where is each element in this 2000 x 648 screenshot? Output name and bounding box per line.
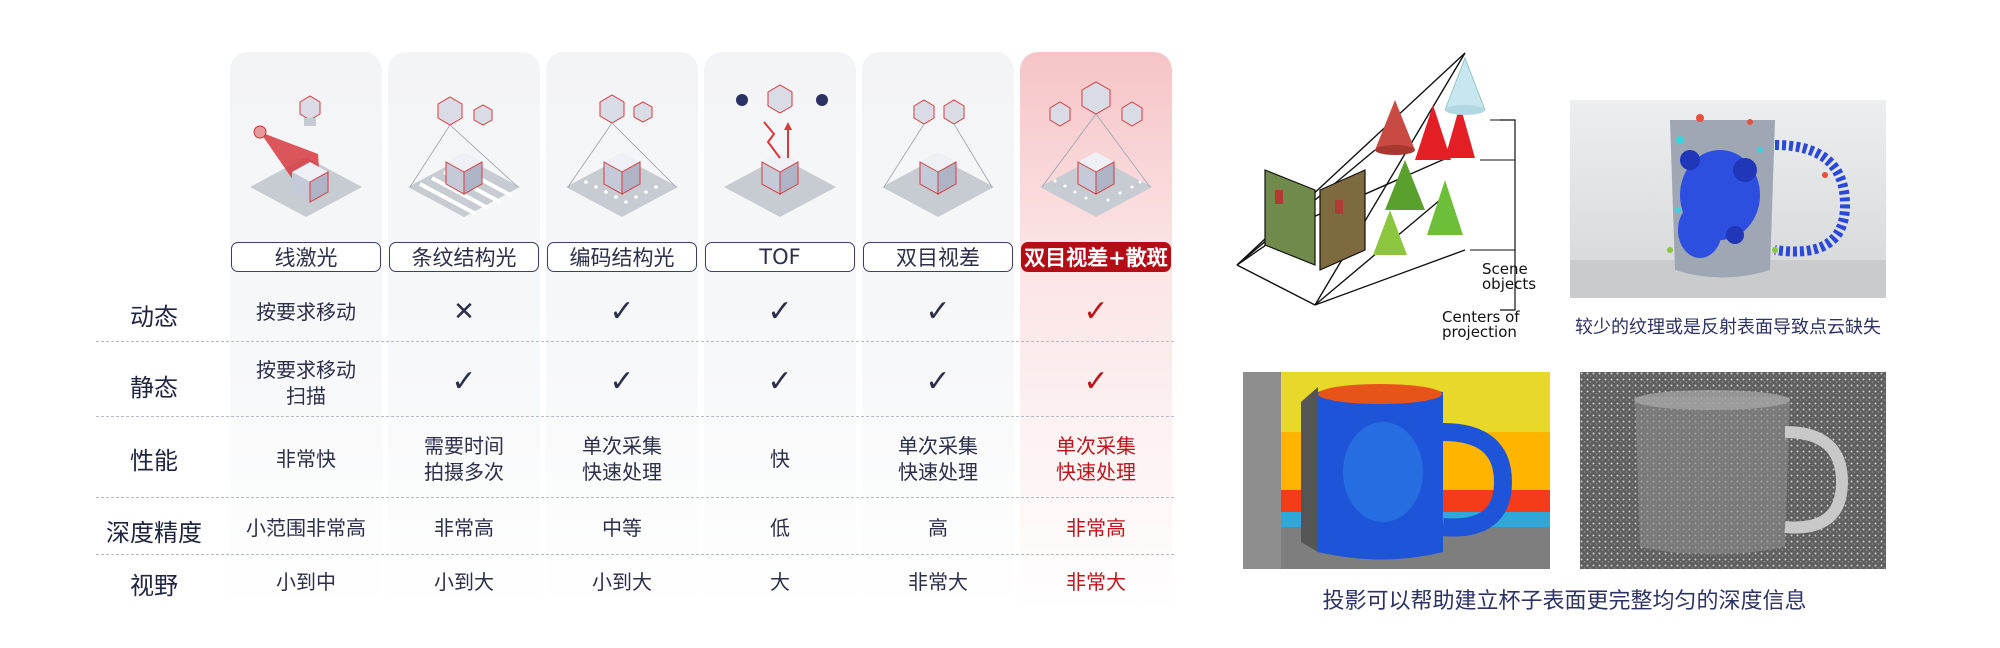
check-icon: ✓ — [609, 364, 635, 399]
cell-depth-stripe: 非常高 — [434, 516, 494, 540]
cell-depth-line-laser: 小范围非常高 — [246, 516, 366, 540]
mug-texture-caption: 较少的纹理或是反射表面导致点云缺失 — [1575, 317, 1881, 338]
mug-point-cloud-photo — [1570, 100, 1886, 298]
cell-fov-stereo: 非常大 — [908, 570, 968, 594]
centers-of-projection-label: Centers of projection — [1442, 308, 1520, 341]
row-divider — [96, 341, 1174, 342]
column-bg-stripe-structured-light — [388, 52, 540, 612]
cell-performance-tof: 快 — [770, 447, 790, 471]
cell-performance-stereo-speckle: 单次采集 快速处理 — [1056, 434, 1136, 484]
tof-illustration — [724, 84, 836, 217]
projection-caption: 投影可以帮助建立杯子表面更完整均匀的深度信息 — [1322, 589, 1807, 614]
row-label-depth-accuracy: 深度精度 — [106, 519, 202, 547]
cell-performance-coded: 单次采集 快速处理 — [582, 434, 662, 484]
header-stereo-speckle: 双目视差+散斑 — [1021, 242, 1171, 272]
header-stripe-structured-light: 条纹结构光 — [389, 242, 539, 272]
stereo-illustration — [882, 99, 994, 217]
cell-fov-line-laser: 小到中 — [276, 570, 336, 594]
check-icon-red: ✓ — [1083, 364, 1109, 399]
row-label-performance: 性能 — [130, 447, 178, 475]
cell-fov-stereo-speckle: 非常大 — [1066, 570, 1126, 594]
column-bg-stereo-speckle — [1020, 52, 1172, 612]
cell-performance-stripe: 需要时间 拍摄多次 — [424, 434, 504, 484]
coded-structured-light-illustration — [566, 94, 678, 217]
row-label-static: 静态 — [130, 374, 178, 402]
cell-performance-stereo: 单次采集 快速处理 — [898, 434, 978, 484]
check-icon: ✓ — [767, 294, 793, 329]
check-icon: ✓ — [925, 294, 951, 329]
cell-performance-line-laser: 非常快 — [276, 447, 336, 471]
row-divider — [96, 497, 1174, 498]
header-line-laser: 线激光 — [231, 242, 381, 272]
check-icon: ✓ — [925, 364, 951, 399]
row-divider — [96, 416, 1174, 417]
column-bg-stereo — [862, 52, 1014, 612]
cell-depth-stereo-speckle: 非常高 — [1066, 516, 1126, 540]
check-icon-red: ✓ — [1083, 294, 1109, 329]
column-bg-line-laser — [230, 52, 382, 612]
line-laser-illustration — [250, 95, 362, 217]
cell-static-line-laser: 按要求移动 扫描 — [256, 358, 356, 408]
stripe-structured-light-illustration — [408, 96, 520, 217]
header-tof: TOF — [705, 242, 855, 272]
header-stereo: 双目视差 — [863, 242, 1013, 272]
scene-objects-label: Scene objects — [1482, 260, 1537, 293]
check-icon: ✓ — [767, 364, 793, 399]
cell-dynamic-line-laser: 按要求移动 — [256, 300, 356, 324]
check-icon: ✓ — [451, 364, 477, 399]
header-coded-structured-light: 编码结构光 — [547, 242, 697, 272]
row-divider — [96, 554, 1174, 555]
cell-fov-coded: 小到大 — [592, 570, 652, 594]
cell-depth-coded: 中等 — [602, 516, 642, 540]
cell-depth-stereo: 高 — [928, 516, 948, 540]
stereo-speckle-illustration — [1040, 81, 1152, 217]
stereo-projection-diagram — [1236, 52, 1516, 311]
cell-fov-stripe: 小到大 — [434, 570, 494, 594]
row-label-field-of-view: 视野 — [130, 572, 178, 600]
mug-depth-map-image — [1243, 372, 1550, 569]
check-icon: ✓ — [609, 294, 635, 329]
mug-speckle-image — [1580, 372, 1886, 569]
cross-icon: ✕ — [453, 297, 475, 327]
cell-fov-tof: 大 — [770, 570, 790, 594]
column-bg-tof — [704, 52, 856, 612]
row-label-dynamic: 动态 — [130, 303, 178, 331]
cell-depth-tof: 低 — [770, 516, 790, 540]
column-bg-coded-structured-light — [546, 52, 698, 612]
